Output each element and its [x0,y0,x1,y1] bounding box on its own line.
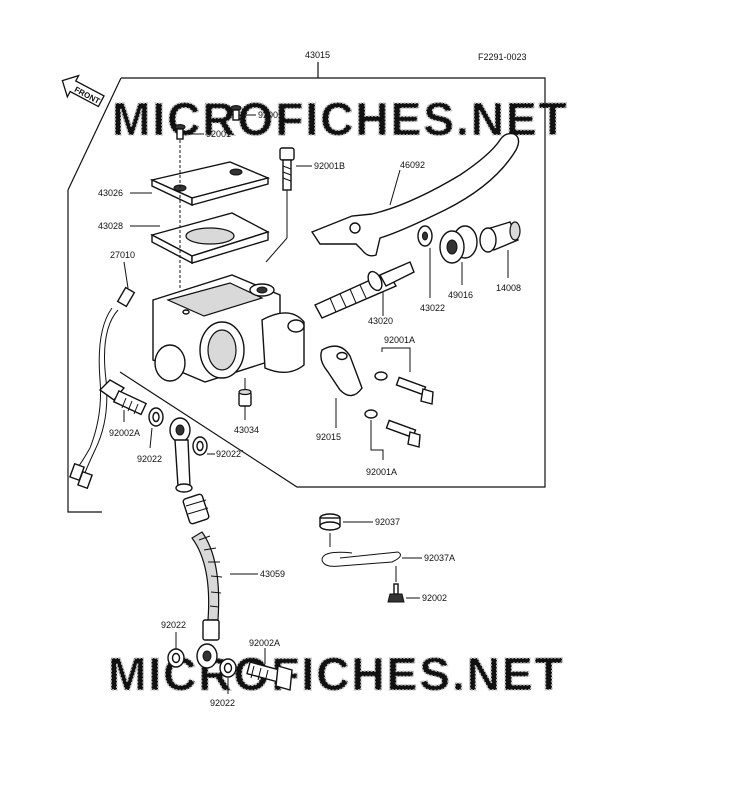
screw-92001-upper [230,105,256,121]
diaphragm-43028 [130,212,270,265]
label-92022-c: 92022 [161,620,186,630]
banjo-bolt-92002A-right [246,648,293,691]
washer-92022-c [167,632,185,668]
label-43020: 43020 [368,316,393,326]
label-14008: 14008 [496,283,521,293]
washer-43022 [417,225,433,298]
label-92015: 43034 [234,425,259,435]
figure-code: F2291-0023 [478,52,527,62]
master-cylinder-body [152,274,305,383]
washer-92022-b [192,436,215,456]
label-92037A: 92037A [424,553,455,563]
label-92001-lower: 92001 [206,129,231,139]
label-43059: 43059 [260,569,285,579]
label-46092: 46092 [400,160,425,170]
cap-92015 [238,378,252,420]
banjo-bolt-92002A-left [98,379,148,422]
clamp-43034 [320,345,363,428]
label-92001B: 92001B [314,161,345,171]
label-27010: 27010 [110,250,135,260]
label-92002: 92002 [422,593,447,603]
label-43028: 43028 [98,221,123,231]
label-92037: 92037 [375,517,400,527]
grommet-92037 [319,513,373,547]
assembly-label: 43015 [305,50,330,60]
label-43022: 43022 [420,303,445,313]
label-92002A-right: 92002A [249,638,280,648]
brake-lever-46092 [310,132,520,257]
label-92001A-bottom: 92001A [366,467,397,477]
washer-92022-d [219,658,237,694]
front-arrow-icon: FRONT [61,74,105,108]
label-92022-a: 92022 [137,454,162,464]
label-92001A-top: 92001A [384,335,415,345]
brake-hose-43059 [169,417,258,669]
washer-92022-a [148,407,164,449]
label-92022-b: 92022` [216,449,244,459]
screw-92001-lower [174,124,204,140]
assembly-frame [67,62,546,513]
label-49016: 49016 [448,290,473,300]
watermark-top: MICROFICHES.NET [112,93,569,145]
bolt-92002 [387,583,420,603]
label-92022-d: 92022 [210,698,235,708]
brake-switch-27010 [69,261,136,490]
label-92002A-left: 92002A [109,428,140,438]
boot-14008 [479,221,521,278]
piston-43020 [314,261,415,319]
reservoir-cap-43026 [130,161,271,207]
bolt-92001A-upper [374,347,434,405]
bolt-92001A-lower [364,409,421,460]
label-43026: 43026 [98,188,123,198]
label-92001-upper: 92001 [258,110,283,120]
clip-92037A [321,551,422,582]
pivot-bolt-92001B [265,147,312,263]
bushing-49016 [439,225,478,285]
label-43034: 92015 [316,432,341,442]
